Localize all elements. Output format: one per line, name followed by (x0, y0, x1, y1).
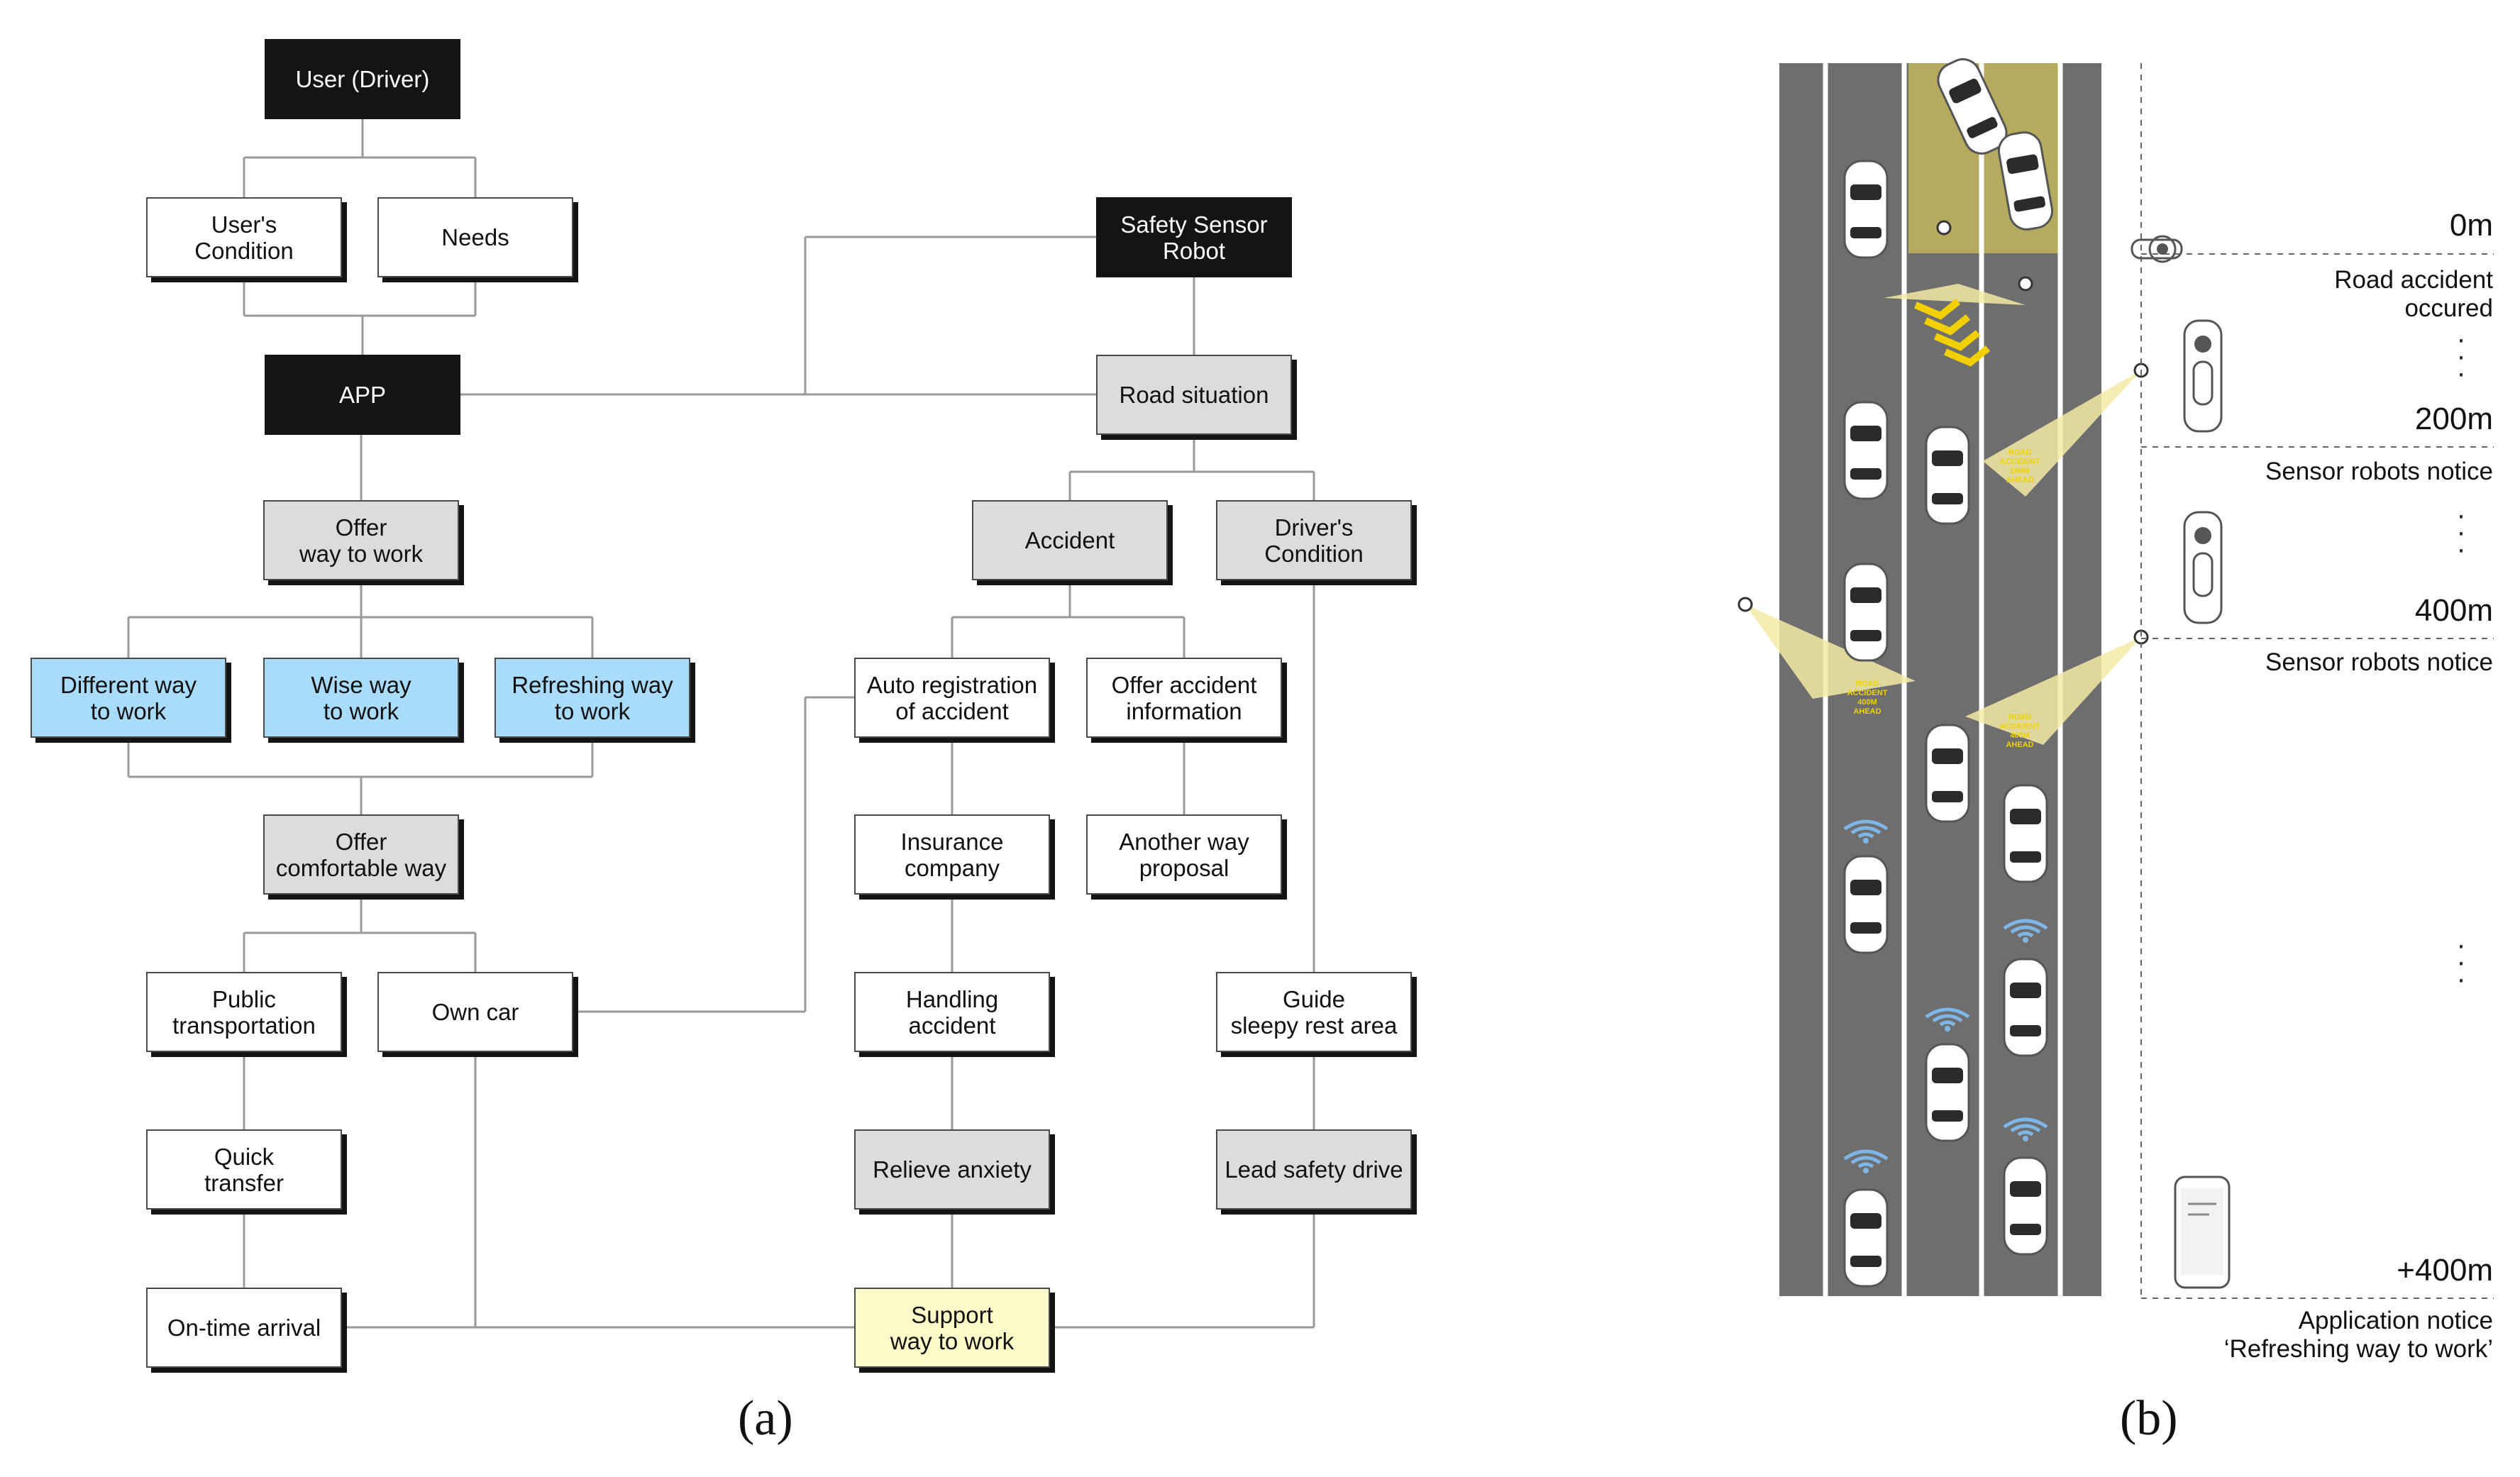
node-road-situation: Road situation (1096, 355, 1292, 435)
node-own-car: Own car (377, 972, 573, 1052)
car-5 (1843, 563, 1889, 662)
signal-beam-400-left (1745, 604, 1916, 699)
node-user-driver: User (Driver) (265, 39, 460, 119)
sensor-marker-3 (1737, 597, 1753, 612)
sensor-robot-icon-1 (2183, 511, 2223, 624)
node-safety-sensor-robot: Safety Sensor Robot (1096, 197, 1292, 277)
node-lead-safety-drive: Lead safety drive (1216, 1129, 1412, 1210)
node-support-way: Support way to work (854, 1288, 1050, 1368)
node-insurance-company: Insurance company (854, 814, 1050, 895)
distance-200m: 200m (2414, 402, 2493, 436)
node-auto-registration: Auto registration of accident (854, 658, 1050, 738)
node-needs: Needs (377, 197, 573, 277)
distance-400m: 400m (2414, 593, 2493, 628)
sensor-robot-icon-0 (2183, 319, 2223, 433)
node-accident: Accident (972, 500, 1168, 580)
road-sign-200: ROAD ACCIDENT 200M AHEAD (1999, 448, 2040, 485)
diagram-a-connectors (127, 119, 1315, 1329)
node-public-transportation: Public transportation (146, 972, 342, 1052)
signal-beam-400-right (1965, 637, 2141, 745)
node-offer-accident-info: Offer accident information (1086, 658, 1282, 738)
wifi-icon-0 (1843, 819, 1889, 843)
wifi-icon-1 (2003, 919, 2048, 943)
node-another-way: Another way proposal (1086, 814, 1282, 895)
chevron-3 (1944, 345, 1991, 367)
distance-0m: 0m (2449, 208, 2493, 243)
node-offer-comfortable-way: Offer comfortable way (263, 814, 459, 895)
car-0 (1843, 160, 1889, 259)
node-drivers-condition: Driver's Condition (1216, 500, 1412, 580)
node-guide-sleepy: Guide sleepy rest area (1216, 972, 1412, 1052)
car-2 (1997, 131, 2054, 231)
wifi-icon-2 (1925, 1007, 1970, 1031)
sensor-robot-icon-accident (2131, 235, 2183, 263)
road-sign-400-left: ROAD ACCIDENT 400M AHEAD (1847, 680, 1888, 716)
car-11 (2003, 1156, 2048, 1256)
node-refreshing-way: Refreshing way to work (494, 658, 690, 738)
ellipsis-1: ··· (2456, 323, 2466, 389)
node-different-way: Different way to work (31, 658, 226, 738)
wifi-icon-4 (1843, 1149, 1889, 1173)
road-sign-400-right: ROAD ACCIDENT 400M AHEAD (1999, 713, 2040, 749)
chevron-2 (1934, 330, 1981, 351)
car-10 (1925, 1043, 1970, 1142)
node-wise-way: Wise way to work (263, 658, 459, 738)
note-sensor-notice-2: Sensor robots notice (2265, 648, 2493, 676)
car-8 (1843, 855, 1889, 954)
node-users-condition: User's Condition (146, 197, 342, 277)
car-7 (2003, 784, 2048, 883)
node-app: APP (265, 355, 460, 435)
signal-beam-accident (1884, 284, 2026, 305)
smartphone-app-icon (2174, 1175, 2231, 1289)
ellipsis-3: ··· (2456, 929, 2466, 995)
node-on-time-arrival: On-time arrival (146, 1288, 342, 1368)
chevron-0 (1914, 299, 1961, 320)
note-road-accident: Road accident occured (2334, 266, 2493, 322)
node-handling-accident: Handling accident (854, 972, 1050, 1052)
ellipsis-2: ··· (2456, 499, 2466, 565)
wifi-icon-3 (2003, 1117, 2048, 1141)
car-9 (2003, 958, 2048, 1057)
car-6 (1925, 724, 1970, 823)
car-4 (1925, 426, 1970, 525)
caption-b: (b) (2120, 1391, 2178, 1446)
car-3 (1843, 401, 1889, 500)
signal-beam-200 (1983, 370, 2141, 497)
car-12 (1843, 1188, 1889, 1288)
node-relieve-anxiety: Relieve anxiety (854, 1129, 1050, 1210)
distance-plus-400m: +400m (2397, 1253, 2493, 1288)
chevron-1 (1924, 314, 1971, 336)
note-sensor-notice-1: Sensor robots notice (2265, 458, 2493, 485)
node-offer-way-to-work: Offer way to work (263, 500, 459, 580)
node-quick-transfer: Quick transfer (146, 1129, 342, 1210)
caption-a: (a) (738, 1391, 793, 1446)
note-app-notice: Application notice ‘Refreshing way to wo… (2223, 1307, 2493, 1363)
sensor-marker-1 (2018, 276, 2033, 292)
sensor-marker-0 (1936, 220, 1952, 236)
car-1 (1937, 58, 2008, 155)
